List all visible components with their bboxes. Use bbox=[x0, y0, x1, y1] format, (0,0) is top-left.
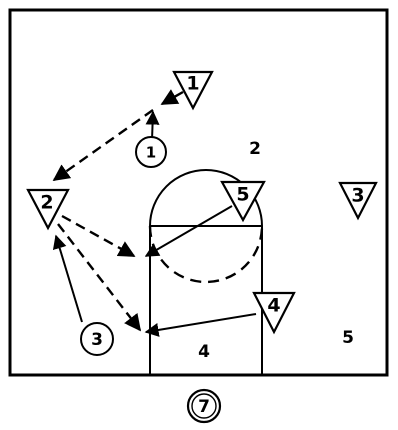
figure-number: 7 bbox=[186, 388, 222, 424]
svg-text:4: 4 bbox=[267, 295, 280, 317]
svg-text:3: 3 bbox=[351, 185, 364, 207]
circle-player-2: 2 bbox=[241, 135, 269, 163]
svg-text:1: 1 bbox=[186, 73, 199, 95]
svg-text:5: 5 bbox=[342, 328, 354, 348]
svg-text:2: 2 bbox=[40, 192, 53, 214]
free-throw-circle-bottom bbox=[148, 225, 264, 284]
triangle-player-2: 2 bbox=[26, 188, 70, 231]
triangle-player-5: 5 bbox=[220, 180, 266, 223]
pass-line-2b bbox=[57, 223, 142, 332]
cut-line-4 bbox=[144, 313, 257, 337]
circle-player-1: 1 bbox=[135, 136, 167, 168]
triangle-player-1: 1 bbox=[172, 70, 214, 111]
svg-text:4: 4 bbox=[198, 342, 210, 362]
svg-text:3: 3 bbox=[91, 330, 103, 350]
triangle-player-3: 3 bbox=[338, 181, 378, 221]
svg-text:5: 5 bbox=[236, 184, 249, 206]
pass-line-1a bbox=[160, 89, 184, 106]
cut-line-3 bbox=[52, 234, 83, 323]
cut-line-5 bbox=[144, 205, 233, 257]
court-boundary bbox=[8, 8, 389, 377]
circle-player-3: 3 bbox=[80, 322, 114, 356]
pass-line-1b bbox=[52, 109, 154, 181]
pass-line-2a bbox=[61, 214, 136, 258]
svg-text:1: 1 bbox=[146, 144, 156, 162]
circle-player-4: 4 bbox=[189, 337, 219, 367]
svg-text:2: 2 bbox=[249, 139, 261, 159]
play-lines bbox=[52, 89, 257, 337]
svg-text:7: 7 bbox=[198, 397, 210, 417]
circle-player-5: 5 bbox=[334, 324, 362, 352]
triangle-player-4: 4 bbox=[252, 291, 296, 335]
cut-line-1 bbox=[145, 110, 160, 141]
free-throw-circle-top bbox=[149, 169, 263, 227]
